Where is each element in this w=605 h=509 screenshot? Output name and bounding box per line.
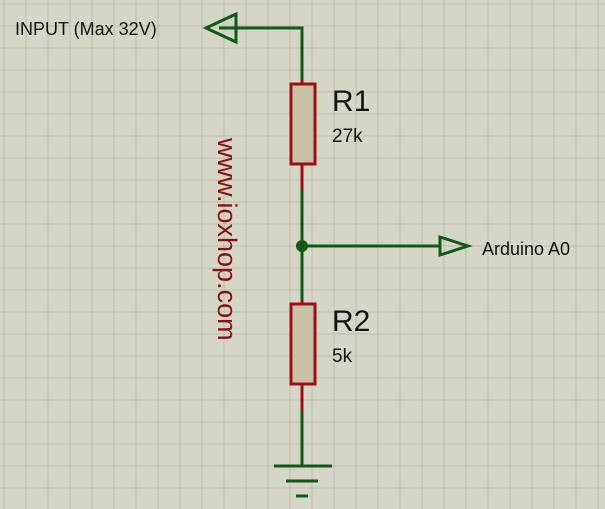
- r1-body: [289, 82, 317, 166]
- resistor-r2[interactable]: [289, 300, 317, 412]
- output-label: Arduino A0: [482, 239, 570, 259]
- resistor-r1[interactable]: [289, 80, 317, 190]
- r2-body: [289, 302, 317, 386]
- junction-dot: [296, 240, 308, 252]
- ground-icon: [274, 464, 332, 498]
- wires: [236, 26, 440, 465]
- input-label: INPUT (Max 32V): [15, 19, 157, 39]
- input-wire: [236, 26, 304, 80]
- output-terminal[interactable]: [438, 234, 473, 258]
- r2-value: 5k: [332, 346, 353, 367]
- r2-name: R2: [332, 305, 370, 338]
- watermark-text: www.ioxhop.com: [212, 137, 242, 341]
- r1-name: R1: [332, 85, 370, 118]
- r1-value: 27k: [332, 126, 363, 147]
